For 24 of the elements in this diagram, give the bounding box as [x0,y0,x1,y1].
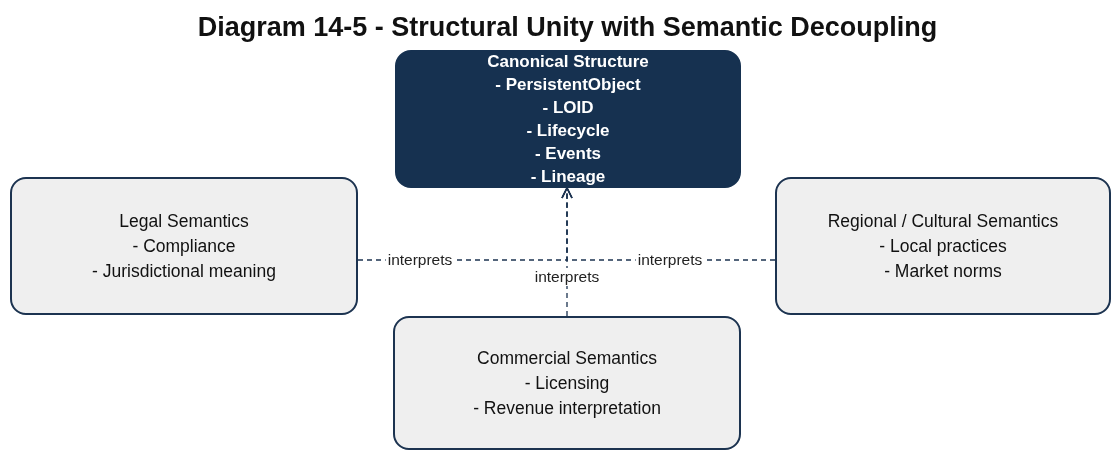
box-item: - Local practices [879,234,1007,258]
semantics-box [10,177,358,315]
dashed-arrow [561,187,573,317]
box-heading: Regional / Cultural Semantics [827,209,1059,233]
box-heading: Canonical Structure [487,51,649,73]
box-item: - Revenue interpretation [473,396,661,420]
box-heading: Commercial Semantics [477,346,657,370]
box-item: - Lineage [530,166,606,188]
box-item: - LOID [542,97,594,119]
semantics-box [775,177,1111,315]
edge-label: interprets [385,251,455,269]
box-heading: Legal Semantics [119,209,249,233]
core-box [395,50,741,188]
box-item: - Market norms [884,259,1002,283]
box-item: - PersistentObject [495,74,641,96]
diagram-title: Diagram 14-5 - Structural Unity with Semantic Decoupling [196,12,939,43]
box-item: - Jurisdictional meaning [92,259,276,283]
semantics-box [393,316,741,450]
box-item: - Events [534,143,602,165]
edge-label: interprets [532,268,602,286]
box-item: - Lifecycle [526,120,610,142]
box-item: - Compliance [132,234,236,258]
edge-label: interprets [635,251,705,269]
box-item: - Licensing [524,371,610,395]
